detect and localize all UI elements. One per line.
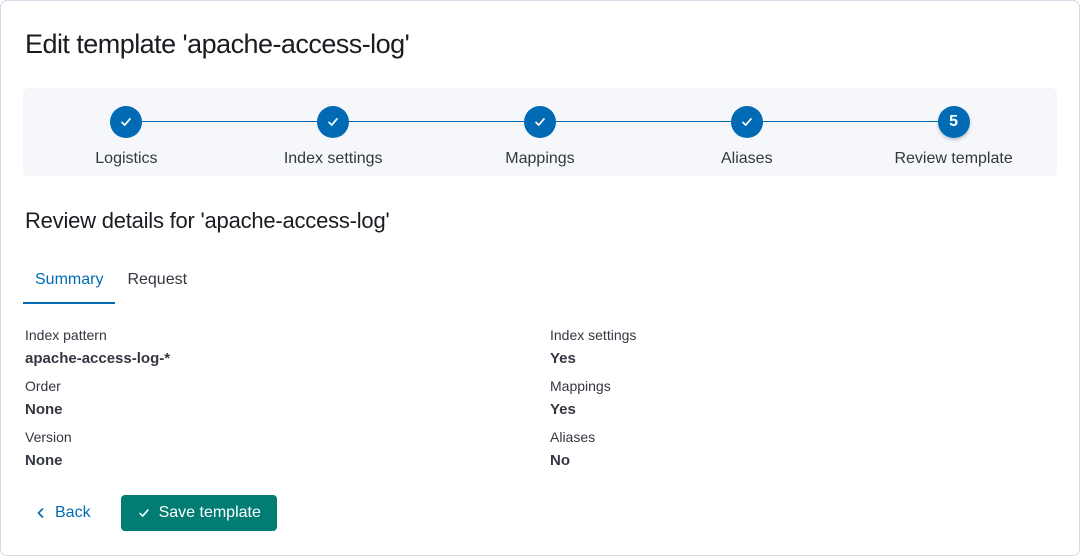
step-review-template[interactable]: 5 Review template	[850, 88, 1057, 176]
back-button[interactable]: Back	[35, 501, 91, 525]
field-value: None	[25, 452, 63, 469]
wizard-stepper: Logistics Index settings Mappings Aliase…	[23, 88, 1057, 176]
save-template-label: Save template	[158, 504, 261, 521]
step-number-badge: 5	[937, 106, 970, 138]
check-icon	[121, 118, 132, 126]
field-label: Index settings	[550, 327, 637, 343]
step-logistics[interactable]: Logistics	[23, 88, 230, 176]
field-aliases: Aliases No	[550, 427, 1055, 471]
check-icon	[138, 509, 149, 517]
tab-request[interactable]: Request	[127, 271, 188, 288]
step-mappings[interactable]: Mappings	[437, 88, 644, 176]
summary-column-left: Index pattern apache-access-log-* Order …	[25, 325, 540, 478]
field-value: apache-access-log-*	[25, 350, 171, 367]
step-index-settings[interactable]: Index settings	[230, 88, 437, 176]
field-index-pattern: Index pattern apache-access-log-*	[25, 325, 540, 369]
check-icon	[328, 118, 338, 126]
back-label: Back	[55, 504, 91, 521]
review-tabs: Summary Request	[23, 262, 1057, 304]
summary-details: Index pattern apache-access-log-* Order …	[25, 325, 1055, 478]
field-value: Yes	[550, 401, 576, 418]
summary-column-right: Index settings Yes Mappings Yes Aliases …	[540, 325, 1055, 478]
wizard-footer: Back Save template	[35, 495, 1055, 531]
field-label: Mappings	[550, 378, 611, 394]
step-complete-icon	[523, 106, 556, 138]
field-value: Yes	[550, 350, 576, 367]
step-label: Mappings	[505, 150, 575, 167]
step-label: Index settings	[283, 150, 383, 167]
review-heading: Review details for 'apache-access-log'	[25, 208, 390, 233]
field-value: No	[550, 452, 570, 469]
check-icon	[741, 118, 752, 126]
save-template-button[interactable]: Save template	[120, 495, 277, 531]
field-label: Order	[25, 378, 61, 394]
tab-summary[interactable]: Summary	[23, 262, 116, 304]
field-label: Index pattern	[25, 327, 107, 343]
check-icon	[535, 118, 545, 126]
step-complete-icon	[110, 106, 143, 138]
step-aliases[interactable]: Aliases	[643, 88, 850, 176]
step-label: Logistics	[95, 150, 158, 167]
field-order: Order None	[25, 376, 540, 420]
chevron-left-icon	[37, 508, 44, 518]
step-complete-icon	[730, 106, 763, 138]
field-label: Aliases	[550, 429, 596, 445]
page-title: Edit template 'apache-access-log'	[25, 29, 410, 59]
field-version: Version None	[25, 427, 540, 471]
step-label: Review template	[894, 150, 1013, 167]
field-label: Version	[25, 429, 72, 445]
step-complete-icon	[317, 106, 350, 138]
field-value: None	[25, 401, 63, 418]
step-label: Aliases	[721, 150, 773, 167]
field-index-settings: Index settings Yes	[550, 325, 1055, 369]
field-mappings: Mappings Yes	[550, 376, 1055, 420]
